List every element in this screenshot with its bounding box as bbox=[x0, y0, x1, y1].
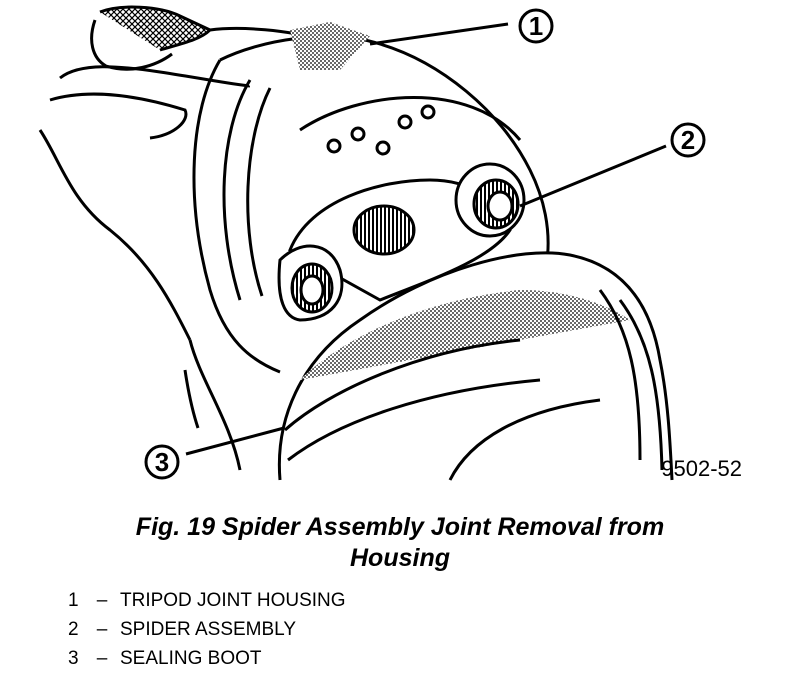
callout-1: 1 bbox=[369, 8, 554, 46]
legend-dash: – bbox=[96, 648, 108, 669]
legend-label: SPIDER ASSEMBLY bbox=[120, 619, 296, 640]
legend-dash: – bbox=[96, 619, 108, 640]
hand-drawing bbox=[38, 5, 321, 471]
legend-item-3: 3–SEALING BOOT bbox=[68, 644, 346, 673]
legend-label: TRIPOD JOINT HOUSING bbox=[120, 590, 346, 611]
spider-assembly-illustration: 1 2 3 9502-52 bbox=[38, 5, 742, 481]
callout-1-circle bbox=[518, 8, 554, 44]
callout-2: 2 bbox=[519, 122, 706, 208]
caption-line-1: Fig. 19 Spider Assembly Joint Removal fr… bbox=[135, 513, 665, 541]
callout-2-circle bbox=[670, 122, 706, 158]
callout-1-number: 1 bbox=[529, 11, 543, 41]
callout-3: 3 bbox=[144, 426, 285, 480]
figure-caption: Fig. 19 Spider Assembly Joint Removal fr… bbox=[60, 512, 740, 574]
callout-3-circle bbox=[144, 444, 180, 480]
callout-2-number: 2 bbox=[681, 125, 695, 155]
figure-code: 9502-52 bbox=[661, 456, 742, 481]
legend-number: 2 bbox=[68, 619, 79, 640]
legend-label: SEALING BOOT bbox=[120, 648, 262, 669]
sealing-boot bbox=[277, 251, 674, 481]
legend-dash: – bbox=[96, 590, 108, 611]
legend-item-2: 2–SPIDER ASSEMBLY bbox=[68, 615, 346, 644]
legend-item-1: 1–TRIPOD JOINT HOUSING bbox=[68, 586, 346, 615]
legend: 1–TRIPOD JOINT HOUSING 2–SPIDER ASSEMBLY… bbox=[68, 586, 346, 673]
callout-3-number: 3 bbox=[155, 447, 169, 477]
legend-number: 1 bbox=[68, 590, 79, 611]
legend-number: 3 bbox=[68, 648, 79, 669]
caption-line-2: Housing bbox=[350, 544, 450, 572]
